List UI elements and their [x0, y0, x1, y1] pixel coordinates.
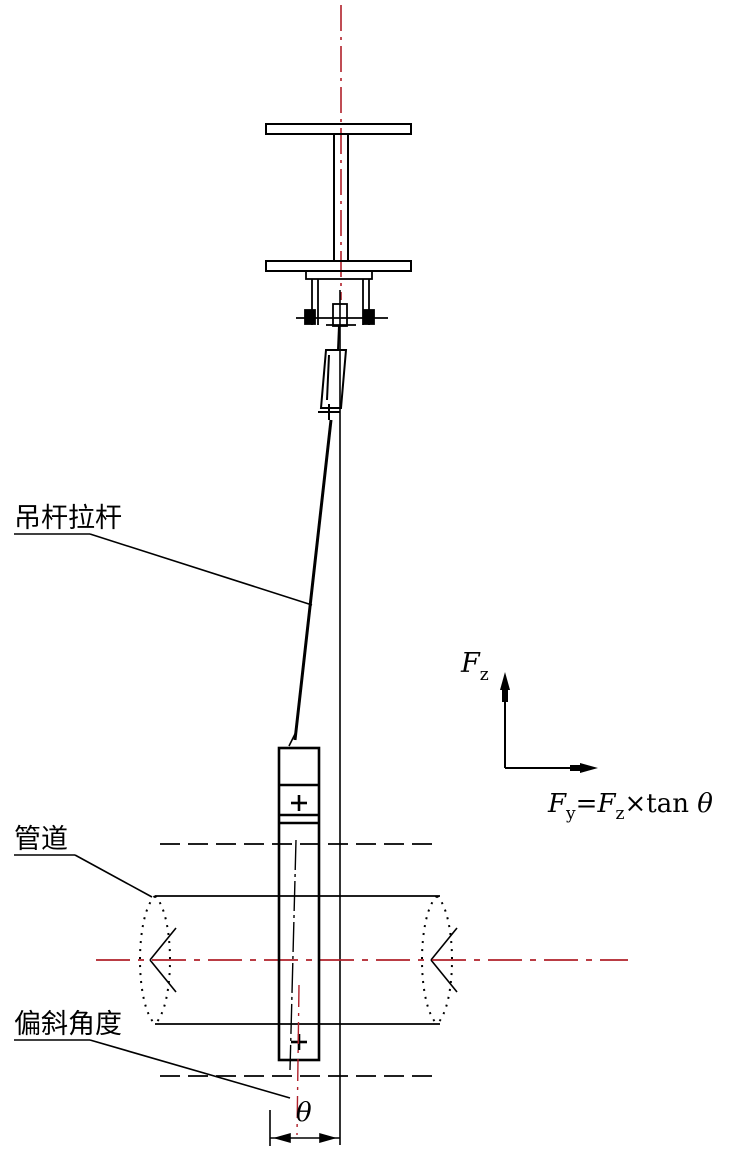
rod-in-clamp: [289, 839, 297, 1071]
turnbuckle: [318, 325, 348, 420]
fy-formula: Fy=Fz×tan θ: [547, 789, 713, 824]
label-pipe: 管道: [14, 824, 68, 855]
leader-pipe: [14, 854, 153, 898]
leader-angle: [14, 1039, 291, 1099]
pipe-cut-marks: [149, 927, 458, 993]
beam-clamp: [296, 270, 388, 327]
pipe-body: [155, 895, 440, 1025]
offset-dimension: [269, 1110, 340, 1146]
force-axes: [504, 678, 590, 769]
fz-arrow-icon: [500, 672, 510, 702]
fy-arrow-icon: [570, 763, 598, 773]
leader-rod: [14, 533, 313, 606]
pipe-envelope: [160, 843, 440, 1077]
fz-label: Fz: [460, 648, 489, 685]
theta-symbol: θ: [296, 1098, 312, 1128]
label-angle: 偏斜角度: [14, 1009, 122, 1040]
clamp-red-axis: [296, 984, 300, 1136]
hanger-rod: [288, 419, 333, 747]
label-rod: 吊杆拉杆: [14, 503, 122, 534]
i-beam: [265, 123, 412, 272]
pipe-clamp: [277, 746, 321, 1062]
